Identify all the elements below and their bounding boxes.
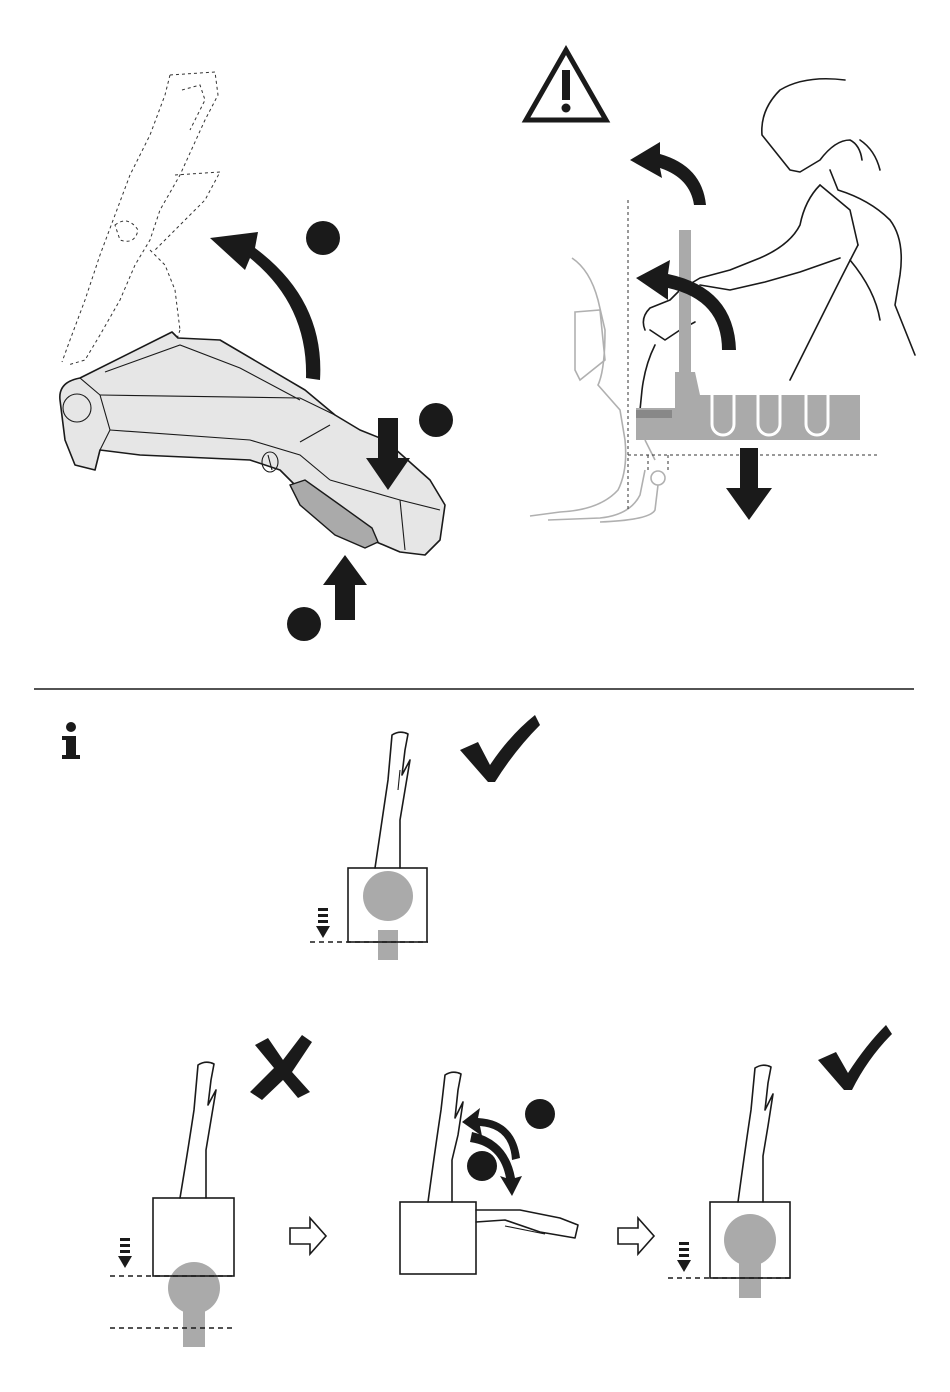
check-icon (460, 715, 540, 782)
step-marker-3 (287, 607, 321, 641)
correct-lock-example (310, 732, 428, 960)
check-icon-2 (818, 1025, 892, 1090)
raised-lever-ghost (62, 72, 220, 365)
lift-carrier-illustration (526, 50, 915, 522)
down-indicator-icon (316, 908, 330, 938)
wrong-lock-example (110, 1062, 236, 1347)
car-roof-outline (530, 258, 665, 522)
cross-icon (250, 1035, 312, 1100)
step-marker-1 (306, 221, 340, 255)
next-step-arrow-2 (618, 1218, 654, 1254)
press-up-arrow (323, 555, 367, 620)
correct-lock-final (668, 1065, 792, 1298)
step-marker-2 (419, 403, 453, 437)
lift-down-arrow (726, 448, 772, 520)
rotate-bar-arrow (630, 142, 706, 205)
handle-release-illustration (60, 72, 453, 641)
warning-triangle-icon (526, 50, 606, 120)
reopen-lever-example (400, 1072, 578, 1274)
next-step-arrow (290, 1218, 326, 1254)
info-icon (62, 722, 80, 759)
